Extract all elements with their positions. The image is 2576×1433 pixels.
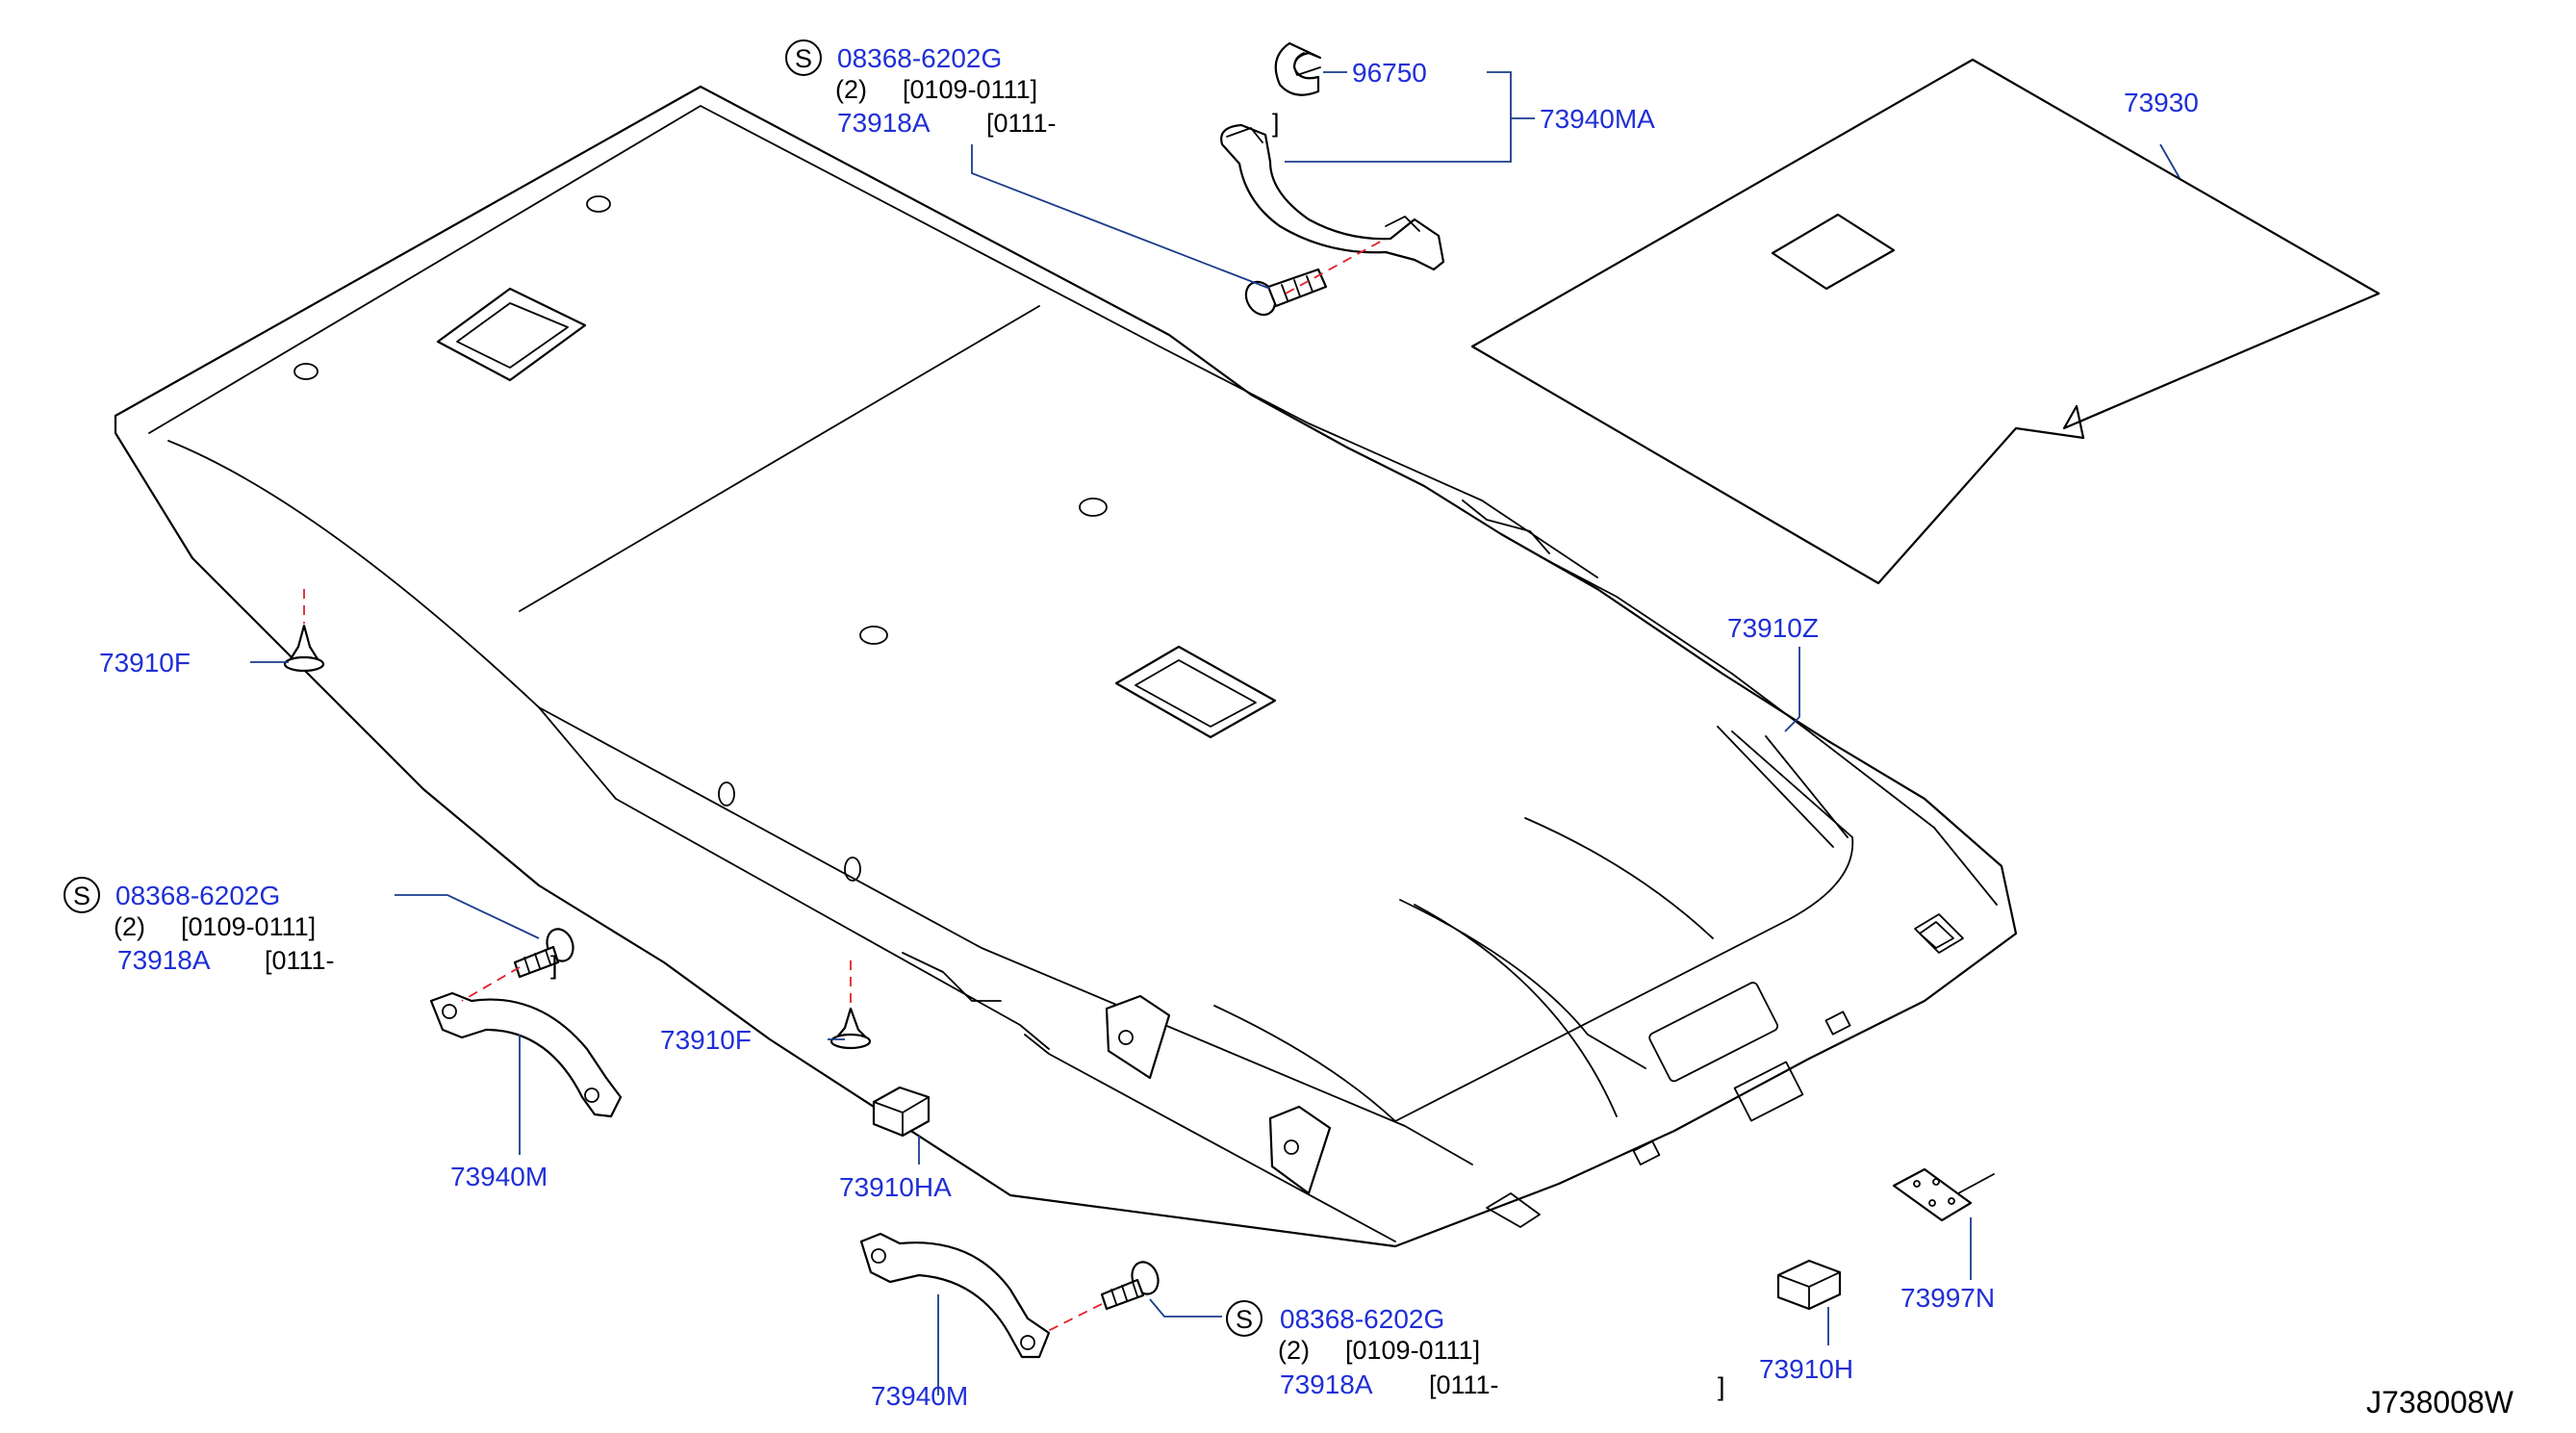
s-symbol-bottom bbox=[1226, 1300, 1262, 1337]
label-73997N: 73997N bbox=[1900, 1283, 1995, 1313]
qty-bottom: (2) bbox=[1278, 1336, 1310, 1365]
pad-73910H bbox=[1776, 1259, 1842, 1311]
assist-grip-73940M-left bbox=[429, 991, 623, 1118]
close-bracket-left: ] bbox=[550, 951, 558, 980]
qty-left: (2) bbox=[114, 912, 145, 941]
assist-grip-73940MA bbox=[1220, 123, 1445, 271]
label-73910Z: 73910Z bbox=[1727, 613, 1819, 643]
s-symbol-top-text: S bbox=[795, 44, 812, 73]
range-a-top: [0109-0111] bbox=[903, 75, 1037, 104]
s-symbol-top bbox=[785, 39, 822, 76]
label-73910H: 73910H bbox=[1759, 1354, 1853, 1384]
screw-bottom bbox=[1100, 1261, 1160, 1311]
close-bracket-bottom: ] bbox=[1718, 1372, 1725, 1401]
diagram-code: J738008W bbox=[2366, 1385, 2514, 1420]
range-b-top: [0111- bbox=[986, 109, 1057, 138]
part-08368-6202G-top: 08368-6202G bbox=[837, 43, 1002, 73]
part-73918A-top: 73918A bbox=[837, 108, 931, 138]
assist-grip-73940M-bottom bbox=[859, 1232, 1051, 1359]
label-73940M-bottom: 73940M bbox=[871, 1381, 968, 1411]
range-b-left: [0111- bbox=[265, 946, 335, 975]
close-bracket-top: ] bbox=[1272, 109, 1280, 138]
part-08368-6202G-left: 08368-6202G bbox=[115, 881, 280, 910]
clip-73910F-left bbox=[283, 624, 325, 673]
s-symbol-left-text: S bbox=[73, 882, 90, 910]
part-73918A-bottom: 73918A bbox=[1280, 1369, 1373, 1399]
range-b-bottom: [0111- bbox=[1429, 1370, 1499, 1399]
sunroof-opening-rear bbox=[436, 287, 587, 382]
clip-96750 bbox=[1274, 41, 1322, 96]
label-73940MA: 73940MA bbox=[1540, 104, 1655, 134]
bracket-tab-a bbox=[1105, 994, 1171, 1080]
screw-top bbox=[1244, 268, 1328, 317]
label-73940M-left: 73940M bbox=[450, 1162, 548, 1191]
pad-73910HA bbox=[872, 1086, 931, 1138]
label-73930: 73930 bbox=[2124, 88, 2199, 117]
label-73910F-left: 73910F bbox=[99, 648, 191, 678]
clip-73910F-center bbox=[829, 1007, 872, 1050]
s-symbol-left bbox=[64, 877, 100, 913]
label-96750: 96750 bbox=[1352, 58, 1427, 88]
qty-top: (2) bbox=[835, 75, 867, 104]
part-73918A-left: 73918A bbox=[117, 945, 211, 975]
range-a-bottom: [0109-0111] bbox=[1345, 1336, 1480, 1365]
label-73910F-center: 73910F bbox=[660, 1025, 752, 1055]
insulator-pad bbox=[1470, 58, 2381, 585]
plate-73997N bbox=[1892, 1167, 1995, 1222]
sunroof-opening-front bbox=[1114, 645, 1277, 739]
range-a-left: [0109-0111] bbox=[181, 912, 316, 941]
bracket-tab-b bbox=[1268, 1105, 1332, 1195]
part-08368-6202G-bottom: 08368-6202G bbox=[1280, 1304, 1444, 1334]
s-symbol-bottom-text: S bbox=[1236, 1305, 1253, 1334]
screw-mid-left bbox=[513, 928, 574, 979]
label-73910HA: 73910HA bbox=[839, 1172, 952, 1202]
headliner-panel bbox=[114, 85, 2018, 1248]
